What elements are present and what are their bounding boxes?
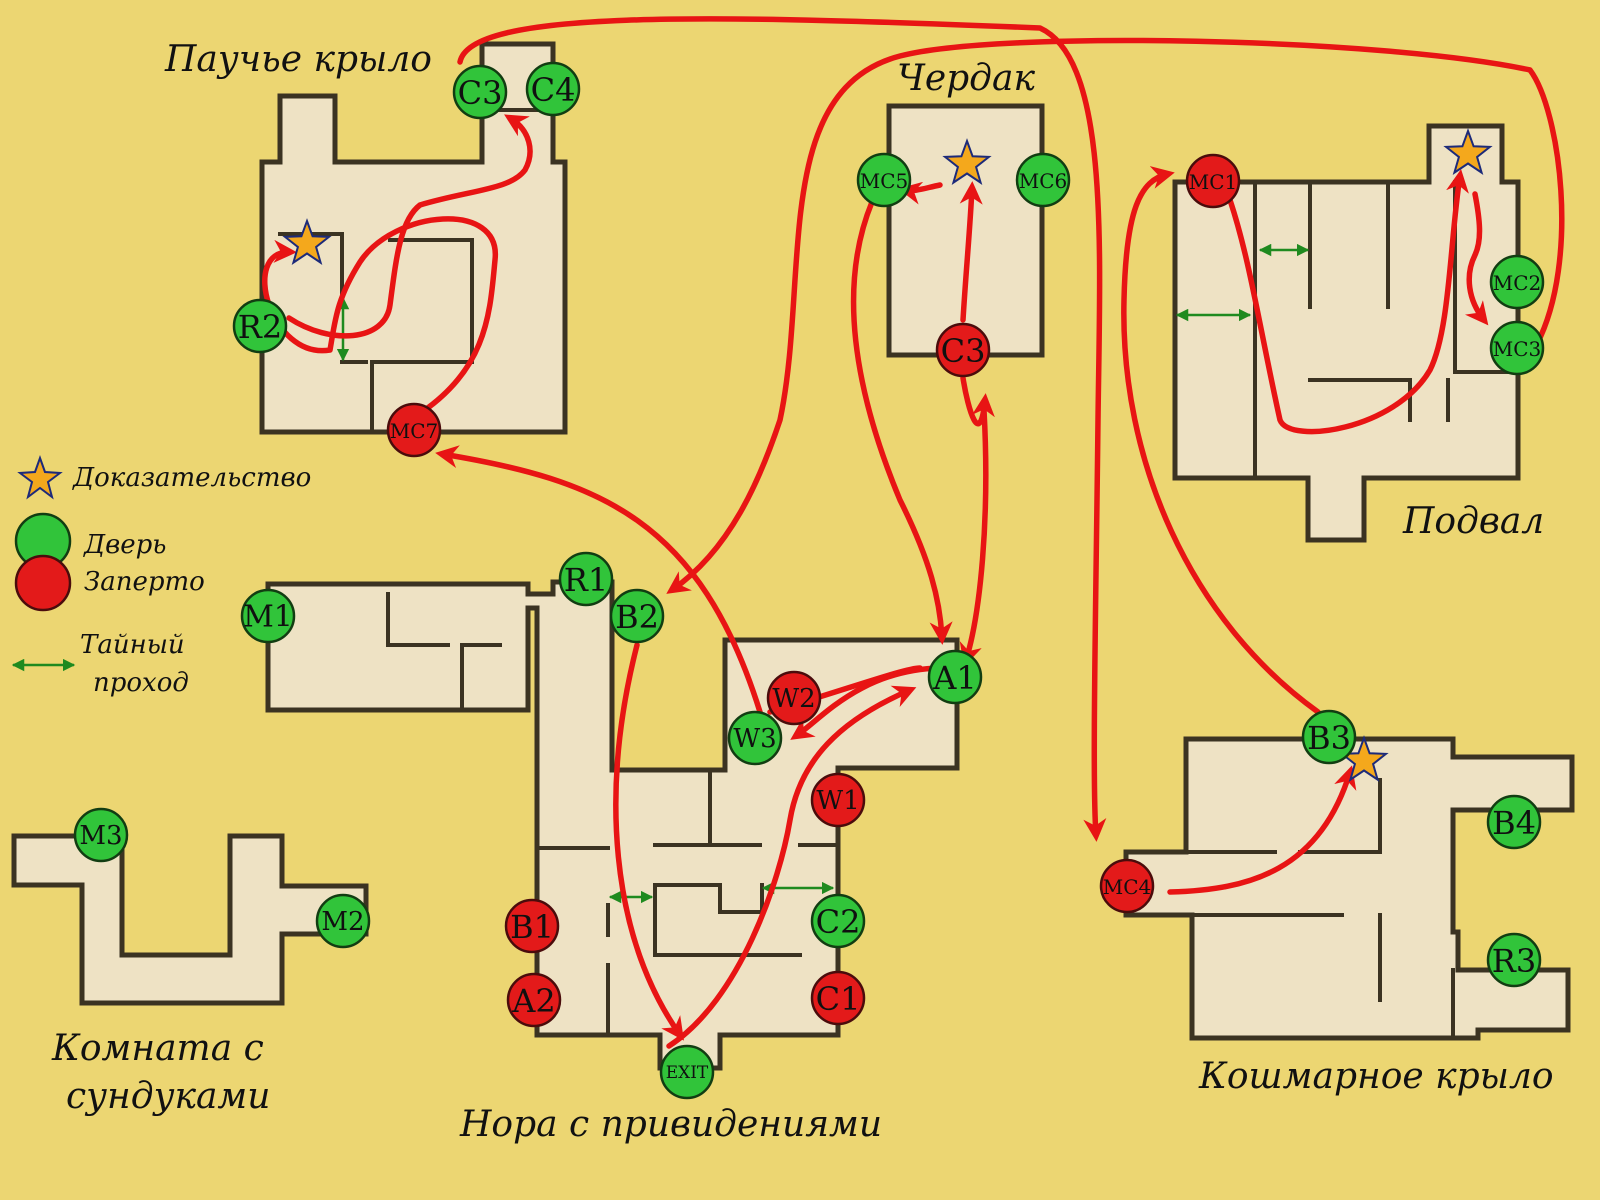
door-label: A2: [511, 982, 555, 1020]
area-labels: Паучье крыло Чердак Подвал Комната с сун…: [51, 39, 1554, 1145]
door-label: EXIT: [666, 1063, 709, 1083]
door-mc2[interactable]: MC2: [1489, 254, 1545, 310]
door-label: R1: [564, 561, 608, 599]
door-label: R2: [238, 308, 282, 346]
door-w1[interactable]: W1: [810, 772, 866, 828]
door-label: R3: [1492, 942, 1536, 980]
door-label: M1: [243, 600, 293, 635]
basement-plan: [1172, 123, 1521, 543]
door-label: C3: [941, 332, 986, 370]
door-exit[interactable]: EXIT: [659, 1044, 715, 1100]
door-r2[interactable]: R2: [232, 298, 288, 354]
door-w3[interactable]: W3: [727, 710, 783, 766]
label-nightmare-wing: Кошмарное крыло: [1198, 1056, 1554, 1097]
label-spider-wing: Паучье крыло: [164, 39, 432, 80]
door-mc1[interactable]: MC1: [1185, 153, 1241, 209]
door-label: C1: [816, 980, 861, 1018]
legend-door-locked-icon: [14, 554, 72, 612]
door-mc7[interactable]: MC7: [386, 402, 442, 458]
door-m2[interactable]: M2: [315, 893, 371, 949]
door-label: B1: [510, 908, 554, 946]
legend-secret-line1: Тайный: [80, 630, 185, 660]
evidence-star-spider-wing: [282, 218, 332, 265]
door-a2[interactable]: A2: [506, 972, 562, 1028]
label-chest-room-line2: сундуками: [66, 1076, 270, 1117]
door-r3[interactable]: R3: [1486, 932, 1542, 988]
legend: Доказательство Дверь Заперто Тайный прох…: [11, 455, 311, 698]
door-m1[interactable]: M1: [240, 588, 296, 644]
door-label: MC6: [1019, 169, 1068, 193]
door-label: M3: [79, 821, 122, 851]
door-label: MC2: [1493, 271, 1542, 295]
door-label: B2: [615, 598, 659, 636]
doors: C3 C4 R2 MC7 MC5 MC6 C3 MC1 MC2 MC3 M1 R…: [73, 61, 1545, 1100]
legend-locked: Заперто: [84, 567, 205, 597]
door-b1[interactable]: B1: [504, 898, 560, 954]
door-label: MC7: [390, 419, 439, 443]
label-chest-room-line1: Комната с: [51, 1028, 264, 1069]
door-label: C2: [816, 903, 861, 941]
door-label: B4: [1492, 804, 1536, 842]
door-b4[interactable]: B4: [1486, 794, 1542, 850]
legend-door: Дверь: [83, 530, 166, 560]
door-b3[interactable]: B3: [1301, 709, 1357, 765]
legend-star-icon: [17, 455, 63, 500]
legend-evidence: Доказательство: [72, 463, 311, 493]
door-c2[interactable]: C2: [810, 893, 866, 949]
label-basement: Подвал: [1402, 501, 1544, 542]
door-spider-c3[interactable]: C3: [452, 64, 508, 120]
door-label: MC3: [1493, 337, 1542, 361]
chest-room-plan: [11, 833, 369, 1006]
door-mc5[interactable]: MC5: [856, 152, 912, 208]
door-label: B3: [1307, 719, 1351, 757]
door-label: W3: [733, 724, 776, 754]
door-label: C3: [458, 74, 503, 112]
door-mc3[interactable]: MC3: [1489, 320, 1545, 376]
label-ghost-burrow: Нора с привидениями: [459, 1104, 882, 1145]
door-attic-c3[interactable]: C3: [935, 322, 991, 378]
door-w2[interactable]: W2: [766, 670, 822, 726]
door-label: W2: [772, 684, 815, 714]
door-r1[interactable]: R1: [558, 551, 614, 607]
door-m3[interactable]: M3: [73, 807, 129, 863]
evidence-star-attic: [942, 138, 992, 185]
door-label: C4: [531, 71, 576, 109]
door-label: W1: [816, 786, 859, 816]
door-label: MC4: [1103, 875, 1152, 899]
door-a1[interactable]: A1: [927, 649, 983, 705]
door-label: A1: [932, 659, 976, 697]
door-c1[interactable]: C1: [810, 970, 866, 1026]
door-b2[interactable]: B2: [609, 588, 665, 644]
legend-secret-line2: проход: [93, 668, 189, 698]
door-mc4[interactable]: MC4: [1099, 858, 1155, 914]
evidence-star-basement: [1443, 128, 1493, 175]
nightmare-wing-plan: [1123, 736, 1575, 1041]
door-label: MC5: [860, 169, 909, 193]
door-mc6[interactable]: MC6: [1015, 152, 1071, 208]
label-attic: Чердак: [897, 58, 1035, 99]
door-label: M2: [321, 907, 364, 937]
door-spider-c4[interactable]: C4: [525, 61, 581, 117]
door-label: MC1: [1189, 170, 1238, 194]
